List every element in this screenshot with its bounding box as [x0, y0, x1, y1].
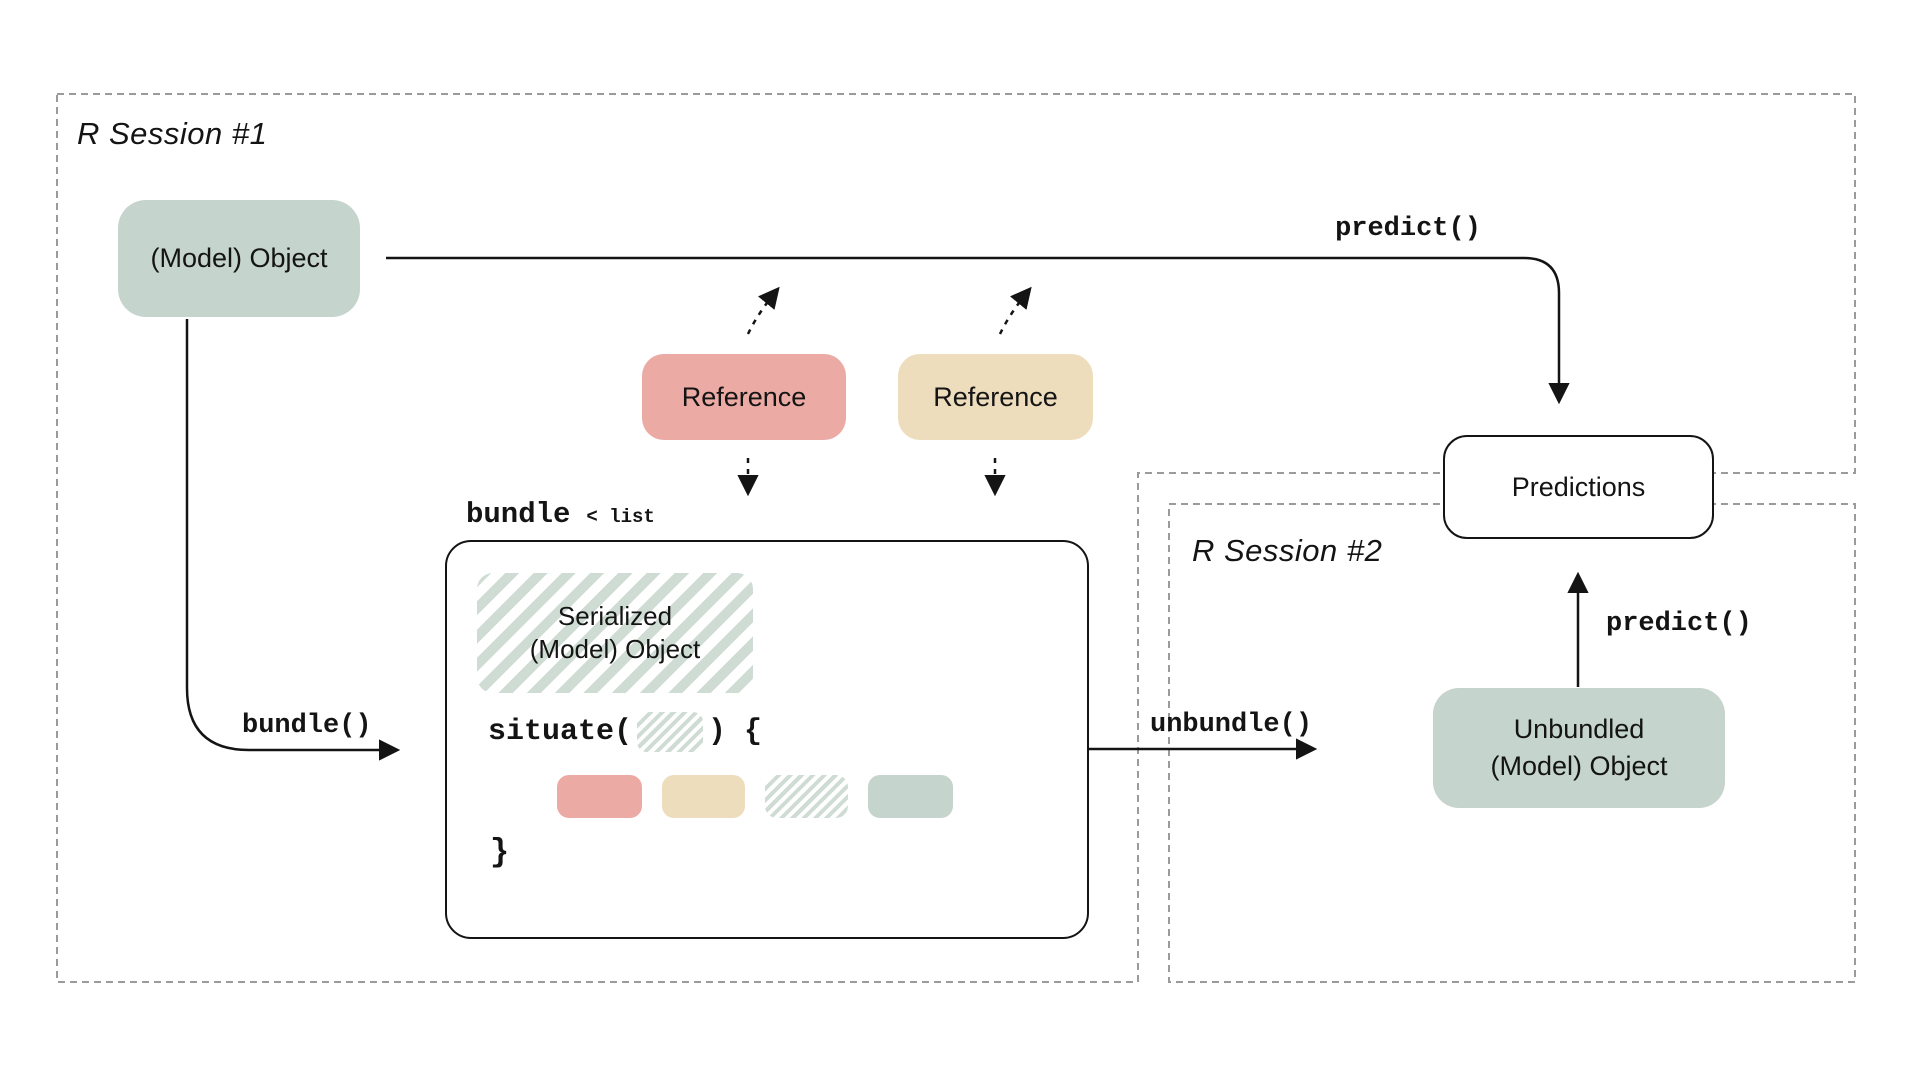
- reference1-label: Reference: [681, 381, 807, 412]
- chip-serialized: [765, 775, 848, 818]
- situate-code-line: situate( ) {: [488, 712, 762, 752]
- serialized-label-line2: (Model) Object: [529, 634, 701, 664]
- bundle-call-label: bundle(): [242, 711, 372, 741]
- session2-label: R Session #2: [1192, 533, 1383, 568]
- reference1-node: Reference: [642, 354, 846, 440]
- closing-brace-label: }: [490, 834, 510, 871]
- session1-border: [56, 93, 1856, 983]
- bundle-arrow: [185, 319, 401, 761]
- bundle-name-label: bundle: [466, 498, 571, 531]
- chip-pink-reference: [557, 775, 642, 818]
- bundle-class-label: < list: [586, 506, 655, 528]
- serialized-model-node: Serialized (Model) Object: [477, 573, 753, 693]
- model-object-label: (Model) Object: [150, 243, 328, 273]
- predictions-label: Predictions: [1511, 471, 1646, 502]
- unbundled-model-node: Unbundled (Model) Object: [1433, 688, 1725, 808]
- serialized-label-line1: Serialized: [557, 601, 673, 631]
- unbundled-label-line1: Unbundled: [1513, 714, 1645, 744]
- chip-model: [868, 775, 953, 818]
- unbundle-call-label: unbundle(): [1150, 710, 1313, 740]
- situate-open-label: situate(: [488, 715, 633, 749]
- model-object-node: (Model) Object: [118, 200, 360, 317]
- bundle-heading: bundle < list: [466, 498, 655, 531]
- predict-top-arrow: [386, 256, 1570, 405]
- predictions-node: Predictions: [1443, 435, 1714, 539]
- serialized-slot-chip: [637, 712, 704, 752]
- reference2-label: Reference: [933, 381, 1058, 412]
- predict-right-label: predict(): [1606, 609, 1752, 639]
- unbundled-label-line2: (Model) Object: [1490, 751, 1668, 781]
- reference2-up-arrow: [998, 286, 1032, 335]
- chip-tan-reference: [662, 775, 745, 818]
- session1-label: R Session #1: [77, 116, 268, 151]
- predict-top-label: predict(): [1335, 214, 1481, 244]
- reference2-node: Reference: [898, 354, 1093, 440]
- situate-close-label: ) {: [708, 715, 763, 749]
- reference1-up-arrow: [746, 286, 780, 335]
